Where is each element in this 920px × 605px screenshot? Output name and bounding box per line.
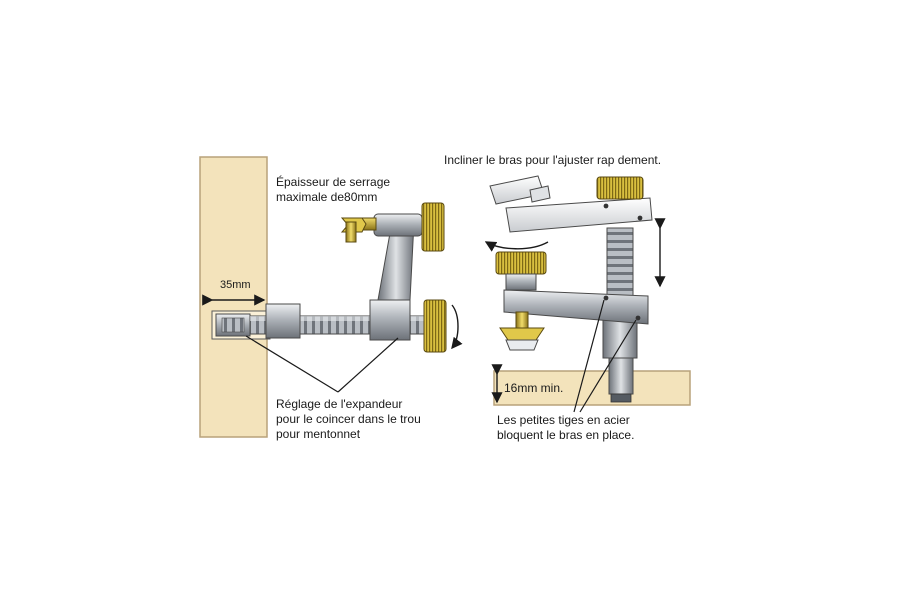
rotation-arrow-right [484, 241, 549, 252]
right-title: Incliner le bras pour l'ajuster rap deme… [444, 153, 662, 167]
leader-line [573, 299, 605, 413]
left-clamp-diagram [199, 156, 463, 438]
top-knob [421, 202, 445, 252]
lower-arm [503, 289, 649, 325]
rod-knob [423, 299, 447, 353]
post-knob [596, 176, 644, 200]
clamp-pad-right [499, 327, 545, 341]
leader-line [337, 337, 399, 393]
left-note-line2: pour le coincer dans le trou [276, 412, 421, 426]
right-note-line1: Les petites tiges en acier [497, 413, 630, 427]
left-title-line1: Épaisseur de serrage [276, 175, 391, 189]
right-note-line2: bloquent le bras en place. [497, 428, 635, 442]
arm-collar [369, 299, 411, 341]
post-expander [608, 357, 634, 395]
left-note-line1: Réglage de l'expandeur [276, 397, 403, 411]
dimension-label-35: 35mm [220, 279, 251, 291]
arm-knob [495, 251, 547, 275]
dimension-label-16: 16mm min. [504, 381, 564, 395]
rotation-arrow [451, 304, 463, 350]
bench-board [199, 156, 268, 438]
sleeve [265, 303, 301, 339]
bench-board-right [493, 370, 691, 406]
right-clamp-diagram [484, 175, 691, 413]
leader-line [245, 335, 339, 393]
leader-line [579, 319, 637, 413]
top-arm [505, 197, 653, 233]
left-title-line2: maximale de80mm [276, 190, 378, 204]
left-note-line3: pour mentonnet [276, 427, 361, 441]
arm-head [373, 213, 423, 237]
